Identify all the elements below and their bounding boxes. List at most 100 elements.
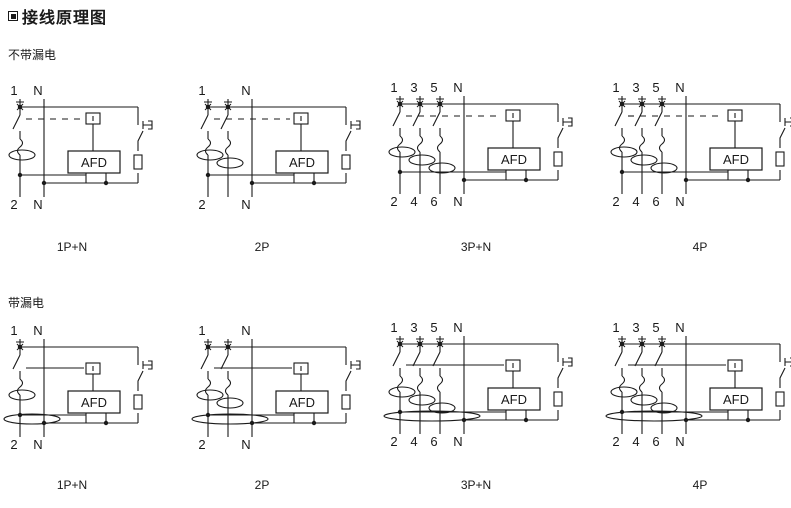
terminal-label-top: 1 [198, 323, 205, 338]
afd-label: AFD [501, 152, 527, 167]
test-resistor [341, 154, 351, 170]
square-bullet-icon [8, 11, 18, 21]
test-resistor [341, 394, 351, 410]
terminal-label-top: 1 [10, 323, 17, 338]
switch-contact [654, 111, 663, 127]
test-button-icon [779, 357, 791, 388]
neutral-label-bottom: N [675, 194, 684, 209]
thermal-coil [16, 138, 24, 156]
switch-contact [392, 351, 401, 367]
test-button-icon [137, 120, 153, 151]
test-button-icon [345, 360, 361, 391]
current-sensor-coil [196, 389, 224, 401]
switch-contact [200, 114, 209, 130]
junction-dot [523, 417, 529, 423]
afd-label: AFD [81, 155, 107, 170]
current-sensor-coil [388, 146, 416, 158]
terminal-label-top: 1 [198, 83, 205, 98]
terminal-label-bottom: 6 [652, 194, 659, 209]
switch-contact [220, 354, 229, 370]
switch-contact [432, 111, 441, 127]
junction-dot [41, 180, 47, 186]
neutral-label-bottom: N [33, 197, 42, 212]
diagram-caption: 4P [692, 240, 708, 254]
junction-dot [523, 177, 529, 183]
leakage-transformer-coil [383, 410, 481, 422]
test-button-icon [557, 117, 573, 148]
thermal-coil [658, 375, 666, 393]
afd-label: AFD [81, 395, 107, 410]
junction-dot [683, 177, 689, 183]
afd-unit [709, 147, 763, 171]
switch-contact [412, 351, 421, 367]
leakage-transformer-coil [191, 413, 269, 425]
afd-unit [67, 390, 121, 414]
terminal-label-bottom: 4 [632, 434, 639, 449]
thermal-coil [224, 378, 232, 396]
page-title-text: 接线原理图 [22, 10, 108, 27]
afd-label: AFD [289, 395, 315, 410]
terminal-label-bottom: 2 [612, 194, 619, 209]
switch-contact [432, 351, 441, 367]
current-sensor-coil [610, 146, 638, 158]
switch-contact [200, 354, 209, 370]
current-sensor-coil [8, 389, 36, 401]
terminal-label-bottom: 2 [612, 434, 619, 449]
terminal-label-top: 5 [652, 320, 659, 335]
current-sensor-coil [216, 157, 244, 169]
terminal-label-top: 5 [430, 80, 437, 95]
terminal-label-bottom: 6 [430, 434, 437, 449]
terminal-label-bottom: 6 [430, 194, 437, 209]
current-sensor-coil [610, 386, 638, 398]
current-sensor-coil [428, 402, 456, 414]
diagram-caption: 1P+N [56, 240, 88, 254]
neutral-label-top: N [453, 80, 462, 95]
afd-label: AFD [501, 392, 527, 407]
neutral-label-top: N [453, 320, 462, 335]
switch-contact [12, 114, 21, 130]
current-sensor-coil [408, 154, 436, 166]
terminal-label-top: 1 [612, 320, 619, 335]
section-label-with-leakage: 带漏电 [8, 296, 45, 310]
neutral-label-top: N [241, 323, 250, 338]
neutral-label-bottom: N [453, 194, 462, 209]
terminal-label-bottom: 4 [410, 194, 417, 209]
diagram-caption: 1P+N [56, 478, 88, 492]
junction-dot [103, 420, 109, 426]
afd-unit [275, 150, 329, 174]
test-resistor [133, 394, 143, 410]
junction-dot [745, 177, 751, 183]
junction-dot [311, 180, 317, 186]
section-label-without-leakage: 不带漏电 [8, 48, 57, 62]
diagram-caption: 3P+N [460, 240, 492, 254]
current-sensor-coil [630, 394, 658, 406]
afd-unit [275, 390, 329, 414]
terminal-label-top: 1 [10, 83, 17, 98]
junction-dot [103, 180, 109, 186]
afd-unit [487, 147, 541, 171]
diagram-caption: 2P [254, 478, 270, 492]
switch-contact [412, 111, 421, 127]
neutral-label-top: N [675, 320, 684, 335]
junction-dot [397, 169, 403, 175]
diagram-caption: 2P [254, 240, 270, 254]
junction-dot [745, 417, 751, 423]
neutral-label-bottom: N [241, 197, 250, 212]
thermal-coil [658, 135, 666, 153]
afd-label: AFD [289, 155, 315, 170]
diagram-caption: 3P+N [460, 478, 492, 492]
leakage-transformer-coil [3, 413, 61, 425]
junction-dot [249, 180, 255, 186]
switch-contact [654, 351, 663, 367]
current-sensor-coil [428, 162, 456, 174]
afd-unit [709, 387, 763, 411]
thermal-coil [436, 135, 444, 153]
terminal-label-top: 1 [390, 80, 397, 95]
switch-contact [392, 111, 401, 127]
terminal-label-top: 3 [632, 320, 639, 335]
